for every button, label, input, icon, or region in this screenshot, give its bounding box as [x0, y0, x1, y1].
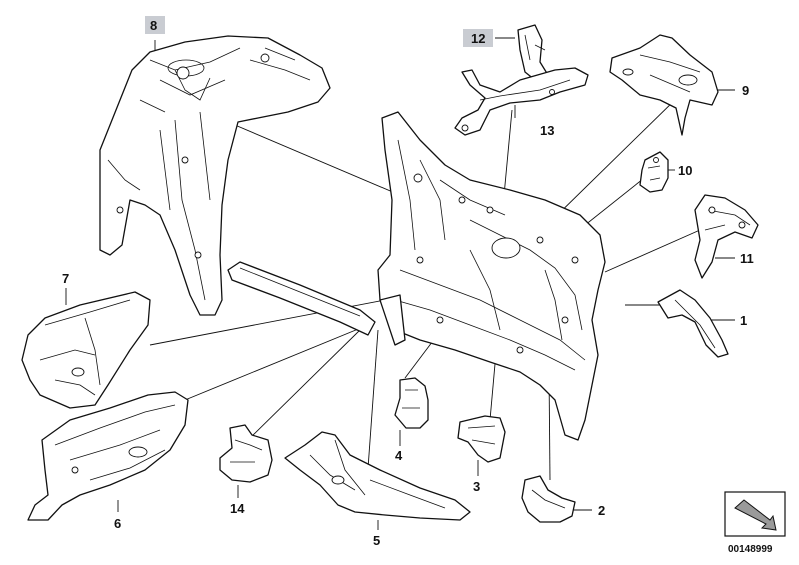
label-7: 7 — [62, 271, 69, 286]
part-1-strut — [657, 289, 729, 358]
main-frame-hole — [436, 316, 444, 324]
label-9: 9 — [742, 83, 749, 98]
part-8-wheelhouse — [99, 35, 331, 316]
part-7-box-member — [21, 291, 151, 409]
part-7-hole — [71, 367, 85, 377]
main-frame-hole — [416, 256, 424, 264]
part-3-gusset — [457, 415, 506, 463]
label-12: 12 — [471, 31, 485, 46]
main-frame-hole — [486, 206, 494, 214]
label-1: 1 — [740, 313, 747, 328]
part-8-hole — [176, 66, 190, 80]
part-8-hole — [194, 251, 202, 259]
main-frame-hole — [516, 346, 524, 354]
part-14-support — [219, 424, 273, 483]
label-8: 8 — [150, 18, 157, 33]
label-2: 2 — [598, 503, 605, 518]
part-5-arch-panel — [284, 431, 471, 521]
part-9-bracket — [609, 34, 719, 136]
part-6-hole — [128, 446, 148, 458]
part-2-bracket — [521, 475, 576, 523]
part-11-hole — [738, 221, 746, 229]
part-12-bracket — [517, 24, 549, 81]
part-10-bracket — [639, 151, 669, 193]
label-8-highlight — [145, 16, 165, 34]
leader-11-to-body — [604, 229, 701, 273]
part-8-hole — [116, 206, 124, 214]
part-13-hole — [461, 124, 469, 132]
part-13-hole — [549, 89, 555, 95]
label-5: 5 — [373, 533, 380, 548]
part-9-hole — [622, 68, 634, 76]
main-frame-hole — [561, 316, 569, 324]
label-14: 14 — [230, 501, 245, 516]
main-frame-hole — [536, 236, 544, 244]
sill-rail — [227, 261, 376, 336]
main-frame-hole — [458, 196, 466, 204]
label-10: 10 — [678, 163, 692, 178]
part-8-hole — [181, 156, 189, 164]
label-13: 13 — [540, 123, 554, 138]
part-9-hole — [678, 74, 698, 86]
leader-14-to-body — [247, 329, 361, 441]
label-12-highlight — [463, 29, 493, 47]
part-11-bracket — [694, 194, 759, 279]
main-frame-hole — [413, 173, 423, 183]
label-3: 3 — [473, 479, 480, 494]
main-frame-hole — [571, 256, 579, 264]
part-11-hole — [708, 206, 716, 214]
part-5-hole — [331, 475, 345, 485]
part-13-bracket — [454, 67, 589, 136]
part-6-hole — [71, 466, 79, 474]
leader-6-to-body — [184, 324, 369, 401]
label-6: 6 — [114, 516, 121, 531]
part-8-hole — [260, 53, 270, 63]
document-number: 00148999 — [728, 544, 773, 555]
arrow-icon[interactable] — [724, 491, 786, 537]
part-6-longitudinal — [27, 391, 189, 521]
part-10-hole — [653, 157, 659, 163]
label-11: 11 — [740, 251, 754, 266]
main-frame-hole — [491, 237, 521, 259]
main-side-frame — [377, 111, 606, 441]
part-4-gusset — [394, 377, 429, 429]
label-4: 4 — [395, 448, 403, 463]
